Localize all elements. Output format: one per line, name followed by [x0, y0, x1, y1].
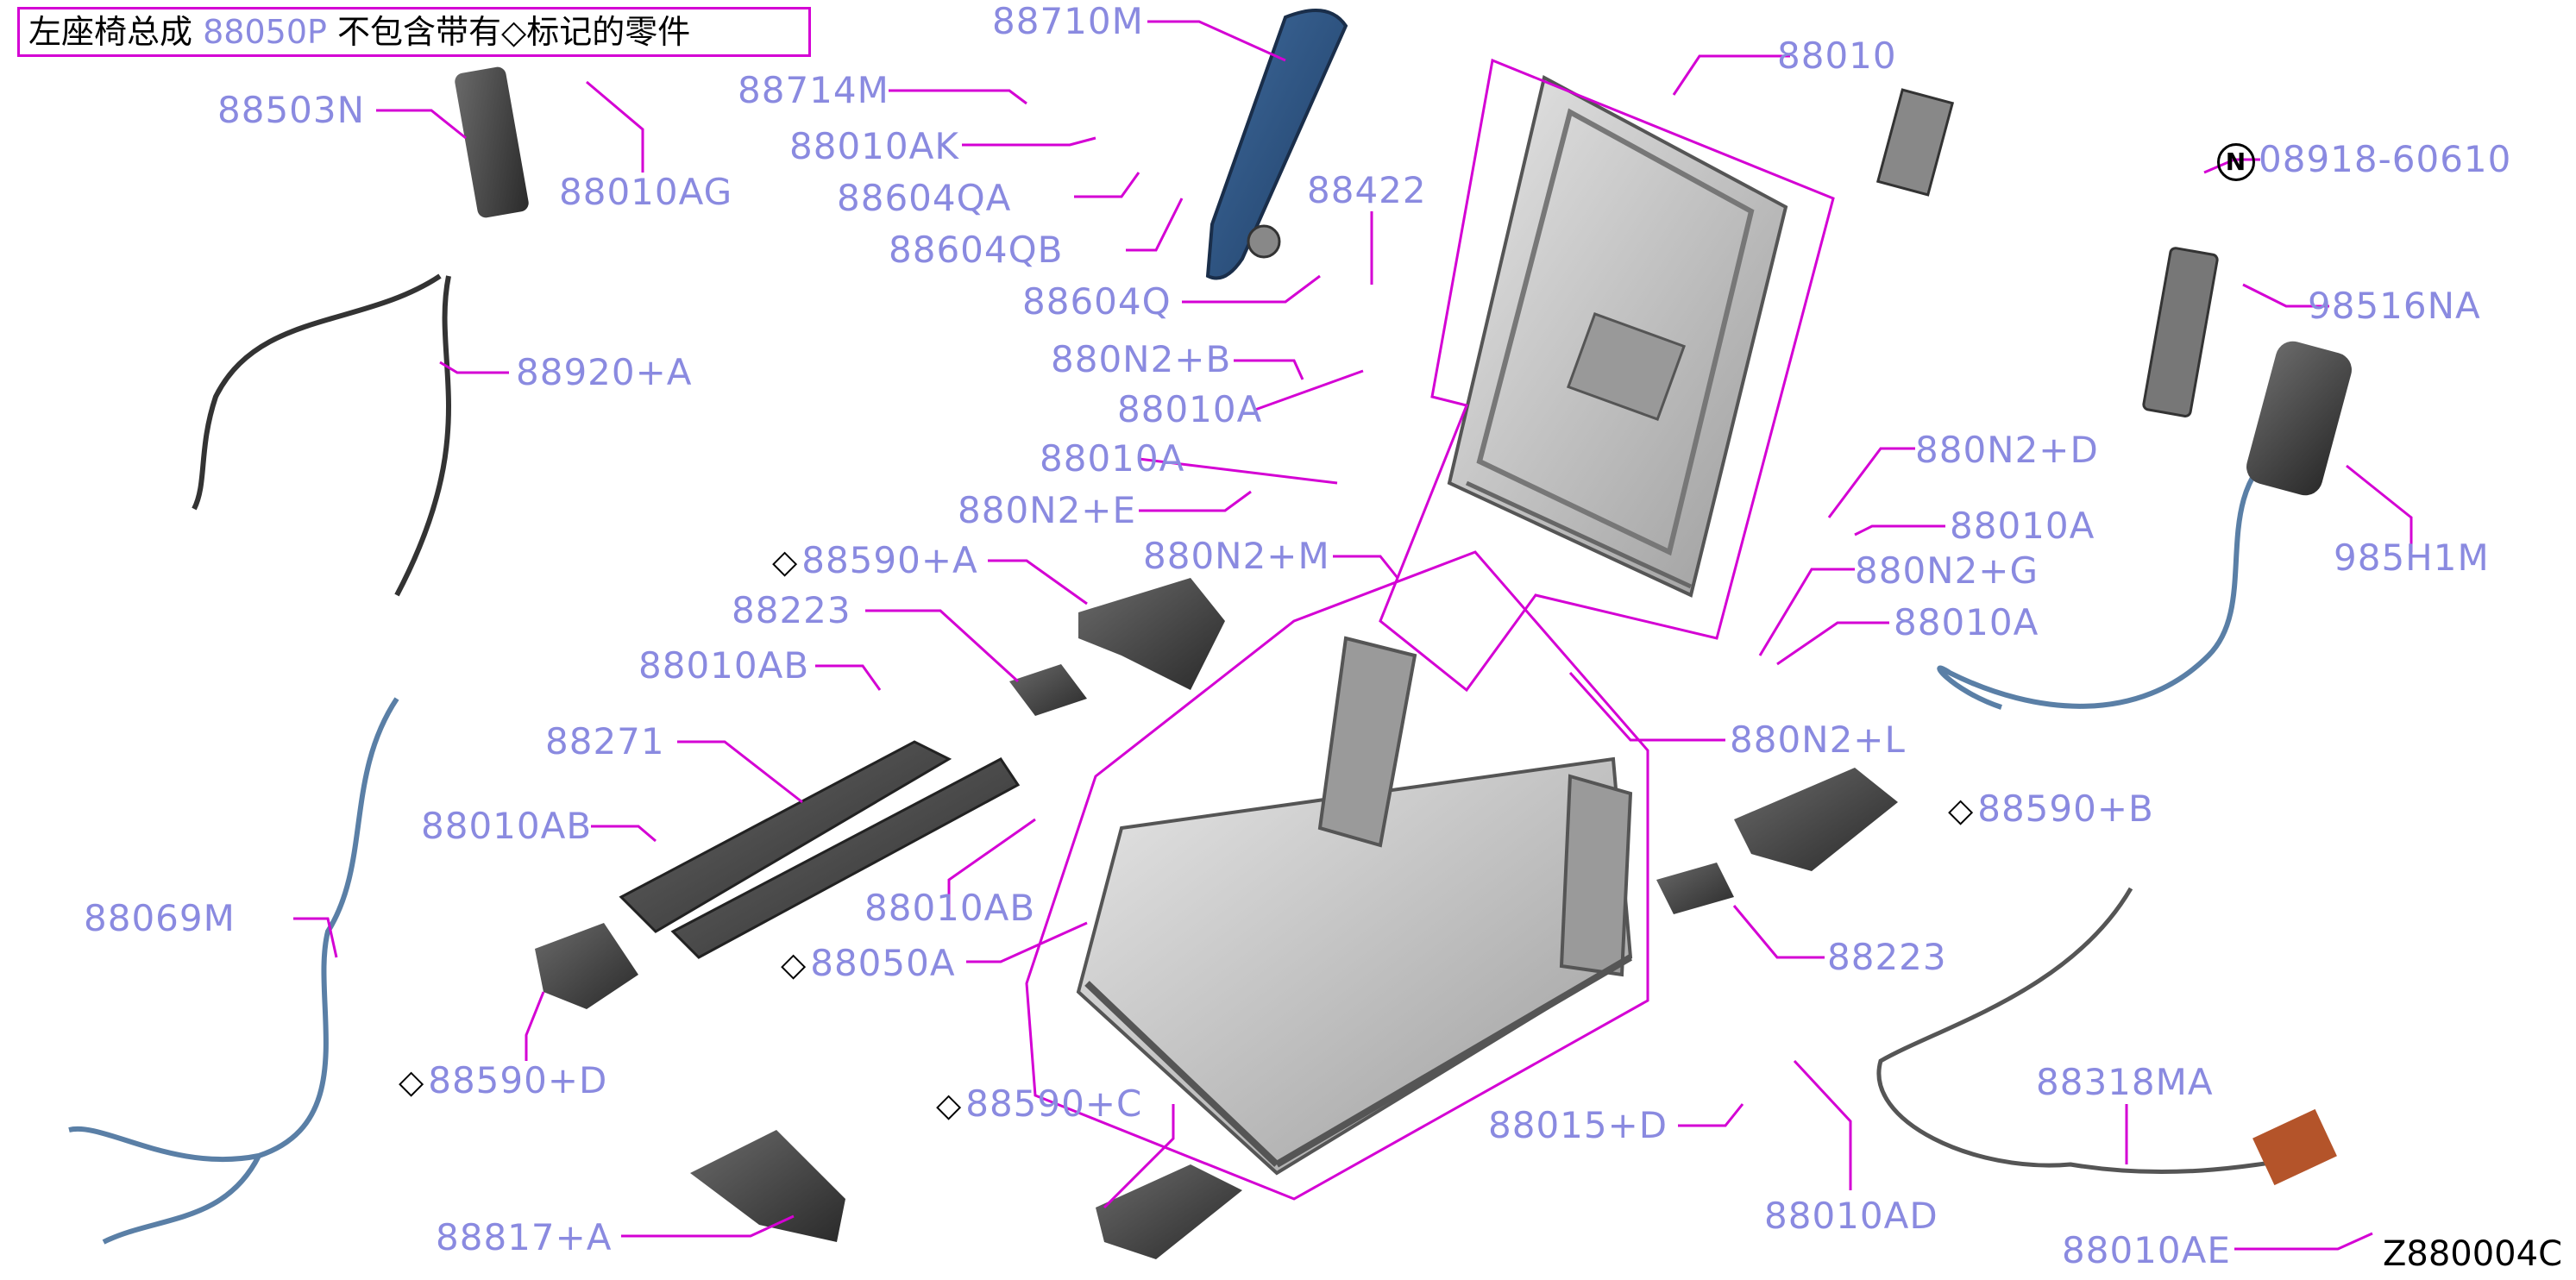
label-88010A-3[interactable]: 88010A	[1950, 505, 2095, 547]
label-88010A-2[interactable]: 88010A	[1040, 437, 1185, 480]
armrest	[1205, 9, 1348, 280]
label-88590B-text: 88590+B	[1977, 787, 2154, 830]
cover-88590-A	[1078, 578, 1225, 690]
cable-88318MA	[1876, 887, 2313, 1175]
label-88010[interactable]: 88010	[1777, 35, 1897, 77]
diagram-id: Z880004C	[2382, 1234, 2562, 1274]
cover-88590-D	[535, 923, 638, 1009]
circled-n-mark: N	[2217, 143, 2255, 181]
label-88710M[interactable]: 88710M	[992, 0, 1144, 42]
label-88590B[interactable]: ◇88590+B	[1948, 787, 2154, 831]
label-88271[interactable]: 88271	[545, 720, 665, 762]
title-prefix: 左座椅总成	[28, 13, 193, 51]
seat-motor	[455, 66, 529, 218]
label-88590C-text: 88590+C	[965, 1082, 1143, 1125]
label-88817A[interactable]: 88817+A	[436, 1216, 613, 1258]
seat-rails	[619, 740, 1021, 959]
seat-back-frame	[1447, 75, 1788, 598]
label-880N2L[interactable]: 880N2+L	[1730, 718, 1906, 761]
label-88590D-text: 88590+D	[428, 1059, 608, 1101]
label-88010A-1[interactable]: 88010A	[1117, 388, 1263, 430]
label-88604Q[interactable]: 88604Q	[1022, 280, 1172, 323]
label-88010A-4[interactable]: 88010A	[1894, 601, 2039, 643]
label-88590C[interactable]: ◇88590+C	[936, 1082, 1142, 1126]
diamond-mark: ◇	[772, 543, 799, 580]
label-88318MA[interactable]: 88318MA	[2036, 1061, 2214, 1103]
wire-harness-985H1M	[1937, 446, 2279, 710]
label-88010AG[interactable]: 88010AG	[559, 171, 733, 213]
label-88920A[interactable]: 88920+A	[516, 351, 693, 393]
wire-harness-88920	[192, 273, 451, 597]
label-88604QA[interactable]: 88604QA	[837, 177, 1012, 219]
label-88010AK[interactable]: 88010AK	[789, 125, 959, 167]
label-88223-left[interactable]: 88223	[732, 589, 851, 631]
diamond-mark: ◇	[1948, 791, 1975, 829]
seat-back-assembly-outline	[1379, 58, 1835, 693]
cover-88590-B	[1734, 768, 1898, 871]
bracket-88817-A	[690, 1130, 845, 1242]
label-88503N[interactable]: 88503N	[217, 89, 366, 131]
label-88010AD[interactable]: 88010AD	[1764, 1195, 1938, 1237]
label-88590A[interactable]: ◇88590+A	[772, 539, 978, 583]
diamond-mark: ◇	[781, 945, 807, 983]
wire-harness-88069M	[68, 697, 399, 1245]
label-88050A-text: 88050A	[810, 942, 956, 984]
title-suffix: 不包含带有◇标记的零件	[337, 13, 691, 51]
airbag-bracket	[2142, 247, 2219, 417]
diamond-mark: ◇	[936, 1086, 963, 1124]
label-880N2G[interactable]: 880N2+G	[1855, 549, 2039, 592]
label-88069M[interactable]: 88069M	[84, 897, 236, 939]
assembly-title: 左座椅总成 88050P 不包含带有◇标记的零件	[17, 7, 811, 57]
label-88010AB-2[interactable]: 88010AB	[421, 805, 593, 847]
label-880N2B[interactable]: 880N2+B	[1051, 338, 1232, 380]
assembly-part-number[interactable]: 88050P	[203, 13, 327, 51]
diamond-mark: ◇	[399, 1063, 425, 1101]
label-88010AB-1[interactable]: 88010AB	[638, 644, 810, 687]
label-88590A-text: 88590+A	[801, 539, 978, 581]
label-880N2E[interactable]: 880N2+E	[958, 489, 1137, 531]
label-88010AB-3[interactable]: 88010AB	[864, 887, 1036, 929]
label-88010AE[interactable]: 88010AE	[2062, 1229, 2231, 1271]
label-880N2D[interactable]: 880N2+D	[1915, 429, 2099, 471]
seat-cushion-assembly-outline	[1025, 550, 1649, 1201]
label-88590D[interactable]: ◇88590+D	[399, 1059, 607, 1103]
label-88050A[interactable]: ◇88050A	[781, 942, 956, 986]
label-880N2M[interactable]: 880N2+M	[1143, 535, 1330, 577]
label-08918-text: 08918-60610	[2259, 138, 2512, 180]
seat-cushion-frame	[1076, 636, 1633, 1176]
label-88604QB[interactable]: 88604QB	[889, 229, 1064, 271]
label-88015D[interactable]: 88015+D	[1488, 1104, 1668, 1146]
label-88714M[interactable]: 88714M	[738, 69, 889, 111]
label-88422[interactable]: 88422	[1307, 169, 1427, 211]
label-98516NA[interactable]: 98516NA	[2308, 285, 2481, 327]
side-airbag-module	[2246, 341, 2352, 496]
cover-88223-right	[1656, 863, 1734, 914]
label-985H1M[interactable]: 985H1M	[2334, 536, 2490, 579]
cover-88223-left	[1009, 664, 1087, 716]
seat-module-box	[1875, 88, 1955, 197]
leader-lines	[293, 20, 2413, 1251]
switch-88318MA	[2252, 1108, 2337, 1186]
cover-88590-C	[1096, 1164, 1242, 1259]
label-88223-right[interactable]: 88223	[1827, 936, 1947, 978]
